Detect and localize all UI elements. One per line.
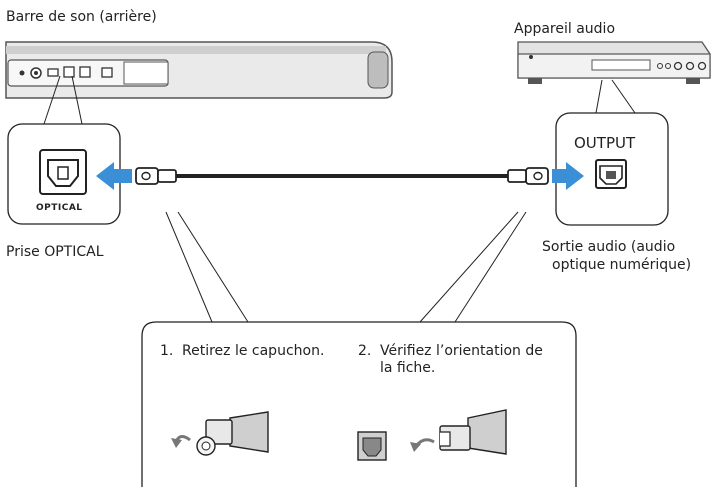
step-1-number: 1.: [160, 343, 174, 359]
optical-cable: [135, 167, 549, 185]
step-2-number: 2.: [358, 343, 372, 359]
right-arrow-icon: [552, 162, 584, 190]
plug-orientation-illustration: [357, 409, 507, 461]
soundbar-label: Barre de son (arrière): [6, 9, 157, 25]
audio-device-illustration: [517, 41, 711, 84]
step-1-text: Retirez le capuchon.: [182, 343, 325, 359]
audio-out-label-line2: optique numérique): [552, 257, 692, 273]
audio-out-label-line1: Sortie audio (audio: [542, 239, 676, 255]
optical-jack-label: Prise OPTICAL: [6, 244, 104, 260]
output-caption: OUTPUT: [574, 134, 636, 152]
soundbar-illustration: [5, 41, 393, 99]
step-2-text-line2: la fiche.: [380, 360, 436, 376]
left-arrow-icon: [96, 162, 132, 190]
step-2-text-line1: Vérifiez l’orientation de: [380, 343, 543, 359]
audio-device-label: Appareil audio: [514, 21, 616, 37]
optical-port-icon: [39, 149, 87, 195]
remove-cap-illustration: [171, 411, 269, 456]
optical-port-caption: OPTICAL: [36, 203, 83, 213]
output-port-icon: [595, 159, 627, 189]
